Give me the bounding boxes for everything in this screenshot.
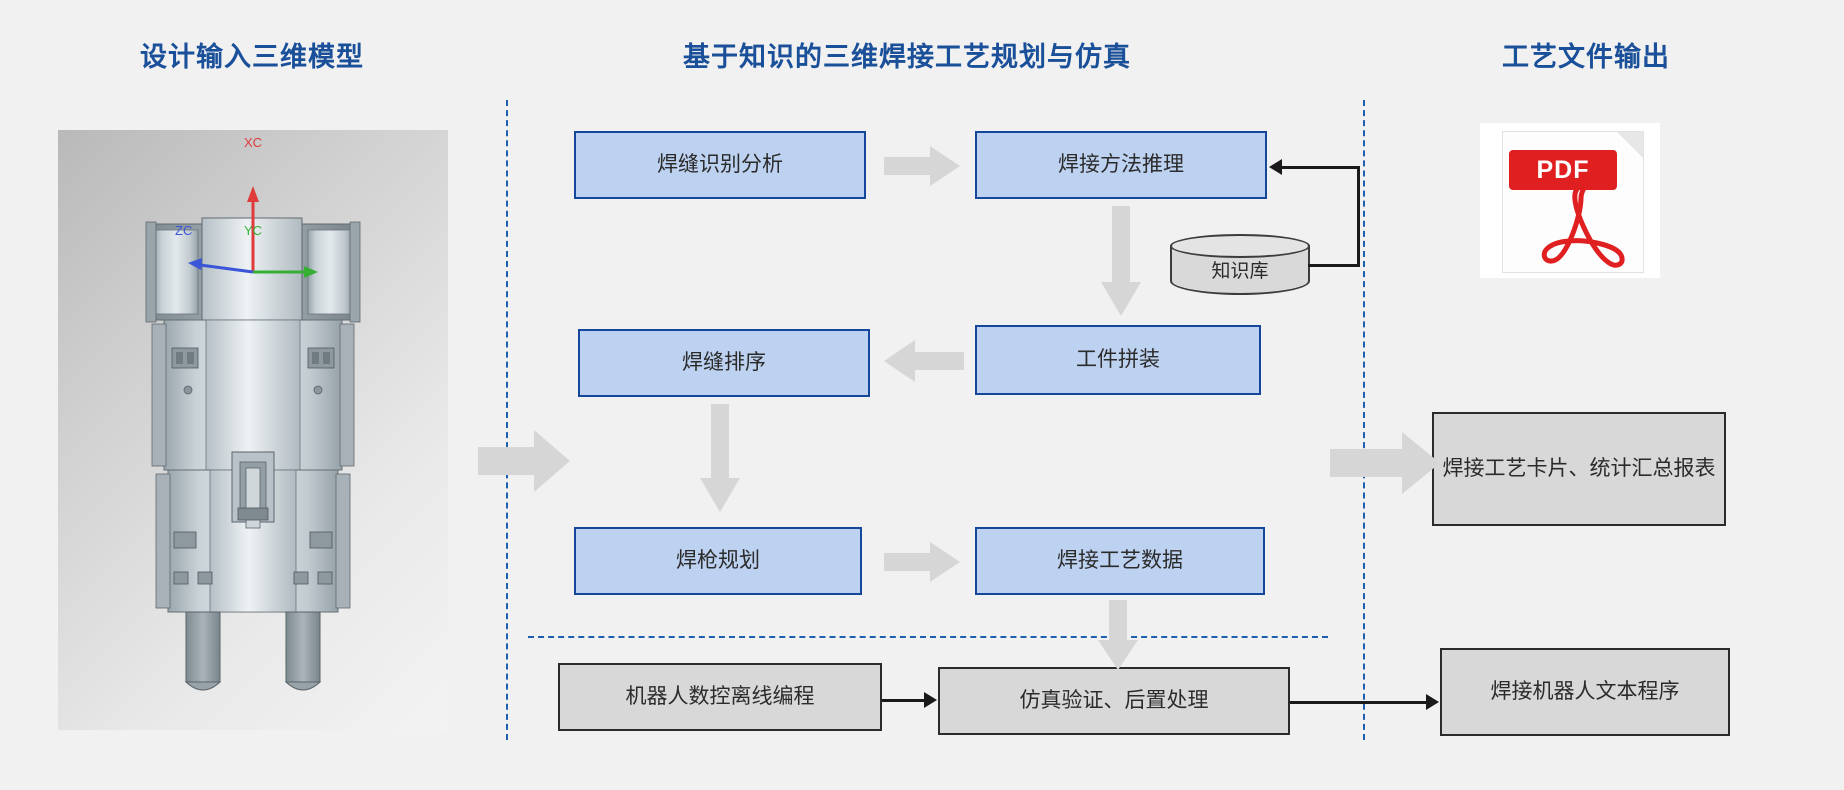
arrow-cad-to-flow: [478, 430, 570, 492]
column-title-planning-simulation: 基于知识的三维焊接工艺规划与仿真: [683, 42, 1131, 72]
flow-box-weld-recognition[interactable]: 焊缝识别分析: [574, 131, 866, 199]
arrow-flow-to-report: [1330, 432, 1440, 494]
column-title-design-input: 设计输入三维模型: [140, 42, 364, 72]
arrow-sequencing-to-torch: [700, 404, 740, 512]
axis-label-xc: XC: [244, 135, 263, 150]
cad-viewport: XC YC ZC: [58, 130, 448, 730]
pdf-page-sheet: PDF: [1502, 131, 1644, 273]
knowledge-base-label: 知识库: [1211, 261, 1269, 282]
output-box-robot-text-program[interactable]: 焊接机器人文本程序: [1440, 648, 1730, 736]
pdf-file-icon[interactable]: PDF: [1480, 123, 1660, 278]
flow-box-torch-planning[interactable]: 焊枪规划: [574, 527, 862, 595]
connector-sim-to-robotprog: [1290, 701, 1426, 704]
axis-label-yc: YC: [244, 223, 263, 238]
flow-box-robot-offline-programming[interactable]: 机器人数控离线编程: [558, 663, 882, 731]
arrow-assembly-to-sequencing: [884, 340, 964, 382]
flow-box-weld-method-reasoning[interactable]: 焊接方法推理: [975, 131, 1267, 199]
pdf-folded-corner: [1617, 132, 1643, 158]
pdf-label-badge: PDF: [1509, 150, 1617, 190]
pdf-acrobat-swirl-icon: [1541, 184, 1625, 268]
connector-kb-to-method-top: [1282, 166, 1360, 169]
flow-box-welding-process-data[interactable]: 焊接工艺数据: [975, 527, 1265, 595]
connector-offline-arrowhead: [924, 692, 937, 708]
output-box-process-card-report[interactable]: 焊接工艺卡片、统计汇总报表: [1432, 412, 1726, 526]
axis-label-zc: ZC: [175, 223, 193, 238]
connector-offline-to-sim: [882, 699, 924, 702]
arrow-process-data-to-simulation: [1098, 600, 1138, 670]
divider-left-dashed: [506, 100, 508, 740]
flow-box-workpiece-assembly[interactable]: 工件拼装: [975, 325, 1261, 395]
arrow-recognition-to-method: [884, 146, 960, 186]
arrow-torch-to-process-data: [884, 542, 960, 582]
divider-horizontal-dashed: [528, 636, 1328, 638]
connector-kb-arrowhead: [1269, 159, 1282, 175]
cad-model-3d: [145, 186, 361, 691]
cylinder-top-ellipse: [1170, 234, 1310, 258]
connector-sim-arrowhead: [1426, 694, 1439, 710]
connector-kb-to-method-v: [1357, 166, 1360, 267]
flow-box-simulation-postprocess[interactable]: 仿真验证、后置处理: [938, 667, 1290, 735]
arrow-method-to-assembly: [1101, 206, 1141, 316]
knowledge-base-cylinder[interactable]: 知识库: [1170, 234, 1310, 296]
column-title-process-output: 工艺文件输出: [1502, 42, 1670, 72]
flow-box-weld-sequencing[interactable]: 焊缝排序: [578, 329, 870, 397]
connector-kb-to-method-h: [1308, 264, 1360, 267]
divider-right-dashed: [1363, 100, 1365, 740]
